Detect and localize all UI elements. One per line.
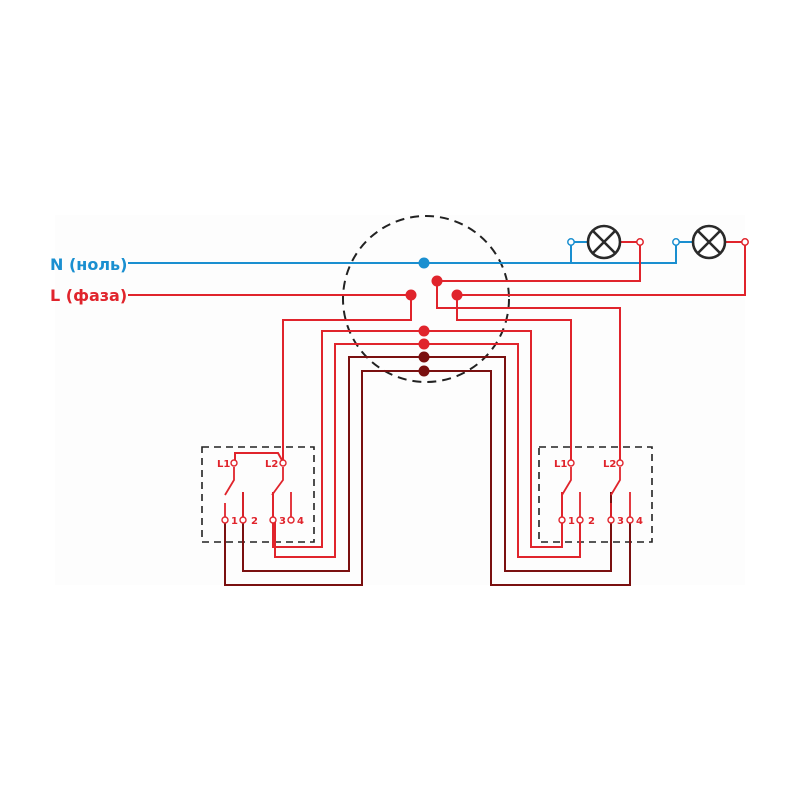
junction-box bbox=[342, 215, 510, 383]
traveller-wire-3-right bbox=[424, 356, 612, 572]
traveller-wire-4-left bbox=[224, 370, 424, 586]
right-terminal-3-label: 3 bbox=[617, 516, 624, 527]
left-terminal-1-label: 1 bbox=[231, 516, 238, 527]
neutral-label: N (ноль) bbox=[50, 255, 127, 274]
dark-wiring bbox=[224, 356, 631, 586]
traveller-wire-1-right bbox=[424, 330, 563, 548]
right-terminal-2-label: 2 bbox=[588, 516, 595, 527]
lamp-2-cross bbox=[697, 230, 721, 254]
lamp-2-junction-dot bbox=[451, 289, 463, 301]
left-switch-lever-2 bbox=[271, 467, 284, 496]
lamp-1-cross bbox=[592, 230, 616, 254]
lamp-2-return-wire bbox=[457, 241, 746, 296]
left-l1-l2-bridge bbox=[234, 452, 284, 463]
left-l2-label: L2 bbox=[265, 459, 278, 470]
phase-wiring bbox=[128, 241, 746, 558]
right-l1-terminal bbox=[567, 459, 575, 467]
lamp-2-phase-terminal bbox=[741, 238, 749, 246]
right-switch-labels: L1 L2 1 2 3 4 bbox=[554, 459, 643, 527]
right-terminal-1-label: 1 bbox=[568, 516, 575, 527]
right-terminal-4 bbox=[626, 516, 634, 524]
right-switch-lever-2 bbox=[610, 467, 621, 496]
traveller-wire-1-left bbox=[272, 330, 424, 548]
right-l1-label: L1 bbox=[554, 459, 567, 470]
right-terminal-2 bbox=[576, 516, 584, 524]
traveller-wire-3-left bbox=[242, 356, 424, 572]
lamp-1-neutral-terminal bbox=[567, 238, 575, 246]
right-switch-l2-feed bbox=[436, 281, 621, 462]
right-terminal-4-label: 4 bbox=[636, 516, 643, 527]
diagram-background bbox=[55, 215, 745, 585]
left-terminal-1 bbox=[221, 516, 229, 524]
traveller-4-junction-dot bbox=[418, 365, 430, 377]
lamp-2 bbox=[672, 224, 749, 260]
right-l2-label: L2 bbox=[603, 459, 616, 470]
right-terminal-3 bbox=[607, 516, 615, 524]
traveller-wire-2-left bbox=[274, 343, 424, 558]
lamp-2-neutral-terminal bbox=[672, 238, 680, 246]
switch-box-right bbox=[538, 446, 653, 543]
lamp-1 bbox=[567, 224, 644, 260]
left-l1-label: L1 bbox=[217, 459, 230, 470]
left-terminal-2-label: 2 bbox=[251, 516, 258, 527]
left-terminal-3 bbox=[269, 516, 277, 524]
left-switch-labels: L1 L2 1 2 3 4 bbox=[217, 459, 304, 527]
left-terminal-2 bbox=[239, 516, 247, 524]
right-switch-l1-feed bbox=[456, 295, 572, 462]
lamp-1-junction-dot bbox=[431, 275, 443, 287]
left-terminal-3-label: 3 bbox=[279, 516, 286, 527]
right-terminal-1 bbox=[558, 516, 566, 524]
neutral-main-wire bbox=[128, 242, 677, 264]
left-terminal-4 bbox=[287, 516, 295, 524]
left-l2-terminal bbox=[279, 459, 287, 467]
left-terminal-4-label: 4 bbox=[297, 516, 304, 527]
phase-junction-dot bbox=[405, 289, 417, 301]
switch-contacts-right bbox=[561, 467, 631, 520]
traveller-wire-2-right bbox=[424, 343, 581, 558]
traveller-3-junction-dot bbox=[418, 351, 430, 363]
phase-label: L (фаза) bbox=[50, 286, 127, 305]
left-switch-lever-1 bbox=[224, 467, 235, 496]
right-switch-lever-1 bbox=[561, 467, 572, 496]
left-l1-terminal bbox=[230, 459, 238, 467]
lamp-1-return-wire bbox=[437, 241, 641, 282]
neutral-junction-dot bbox=[418, 257, 430, 269]
left-switch-l2-feed bbox=[282, 295, 412, 462]
junction-connections bbox=[405, 257, 463, 377]
terminal-dots bbox=[221, 459, 634, 524]
traveller-wire-4-right bbox=[424, 370, 631, 586]
traveller-2-junction-dot bbox=[418, 338, 430, 350]
right-l2-terminal bbox=[616, 459, 624, 467]
lamp-1-phase-terminal bbox=[636, 238, 644, 246]
traveller-1-junction-dot bbox=[418, 325, 430, 337]
switch-box-left bbox=[201, 446, 315, 543]
